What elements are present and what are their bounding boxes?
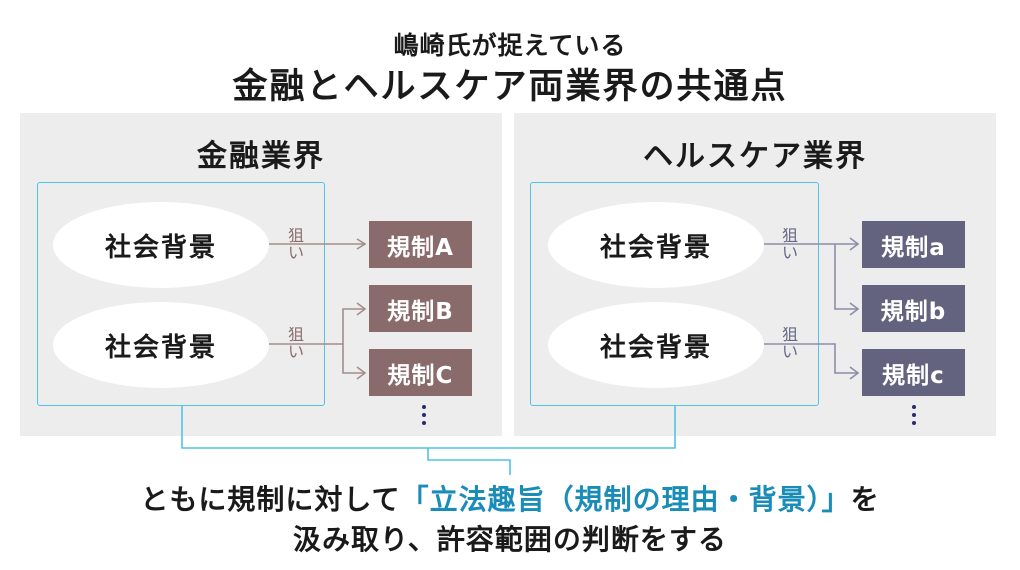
finance-regulation-a: 規制A	[369, 221, 472, 268]
conclusion-highlight: 「立法趣旨（規制の理由・背景）」	[400, 483, 851, 516]
finance-arrow-bc	[268, 308, 365, 374]
diagram-subtitle: 嶋崎氏が捉えている	[393, 31, 627, 60]
healthcare-regulation-c: 規制c	[862, 349, 965, 396]
finance-social-background-2: 社会背景	[53, 302, 269, 388]
healthcare-arrow-c	[763, 343, 858, 374]
healthcare-panel-title: ヘルスケア業界	[643, 139, 867, 174]
bottom-connector	[427, 448, 511, 475]
healthcare-background-frame	[530, 182, 819, 406]
healthcare-regulation-a: 規制a	[862, 221, 965, 268]
healthcare-more-icon	[911, 405, 917, 429]
finance-social-background-1: 社会背景	[53, 202, 269, 288]
finance-aim-label-2: 狙い	[287, 325, 304, 361]
healthcare-aim-label-1: 狙い	[781, 226, 798, 262]
bottom-bracket	[181, 406, 676, 449]
finance-aim-label-1: 狙い	[287, 226, 304, 262]
conclusion-line-1: ともに規制に対して「立法趣旨（規制の理由・背景）」を	[0, 478, 1020, 518]
finance-regulation-c: 規制C	[369, 349, 472, 396]
conclusion-suffix: を	[850, 483, 880, 516]
finance-regulation-b: 規制B	[369, 285, 472, 332]
healthcare-social-background-1: 社会背景	[548, 202, 764, 288]
finance-background-frame	[37, 182, 325, 406]
healthcare-arrow-ab	[763, 243, 858, 310]
diagram-title: 金融とヘルスケア両業界の共通点	[232, 67, 788, 107]
healthcare-aim-label-2: 狙い	[781, 325, 798, 361]
conclusion-prefix: ともに規制に対して	[140, 483, 401, 516]
healthcare-social-background-2: 社会背景	[548, 302, 764, 388]
finance-panel-title: 金融業界	[197, 139, 325, 174]
healthcare-regulation-b: 規制b	[862, 285, 965, 332]
finance-more-icon	[421, 405, 427, 429]
conclusion-line-2: 汲み取り、許容範囲の判断をする	[293, 523, 727, 556]
